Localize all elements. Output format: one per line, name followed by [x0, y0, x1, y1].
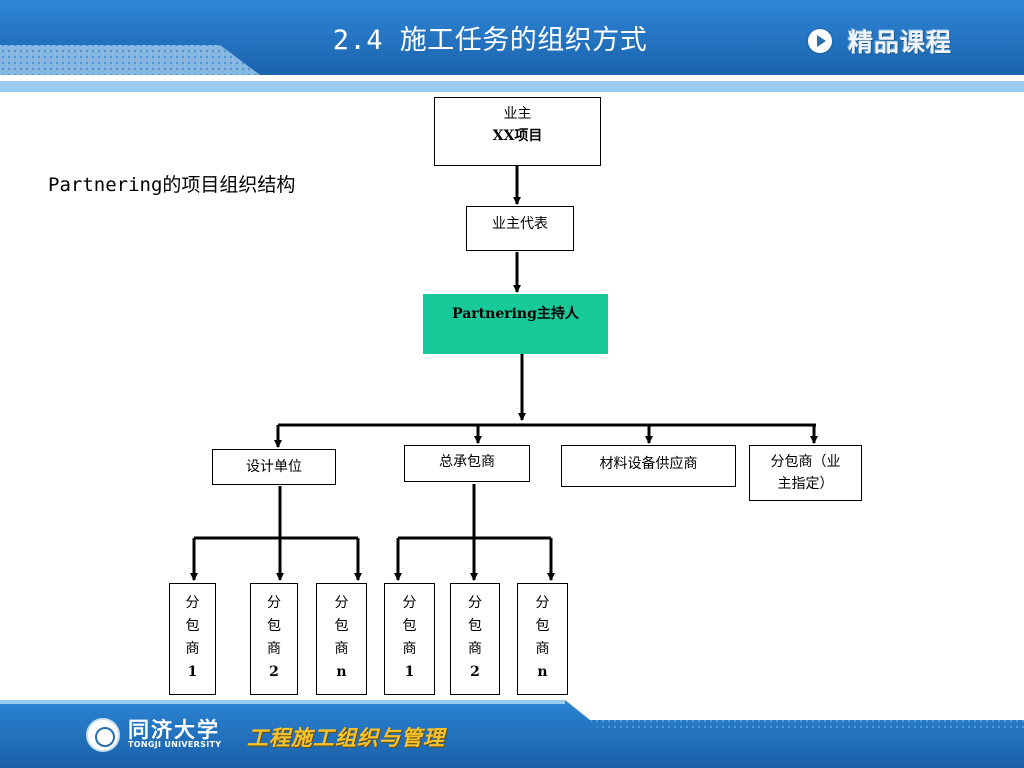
owner-representative-label: 业主代表: [492, 216, 548, 232]
header-bar: 2.4 施工任务的组织方式 精品课程: [0, 0, 1024, 92]
subcontractor-char: 商: [402, 641, 417, 657]
subcontractor-char: 分: [267, 595, 281, 611]
general-contractor-label: 总承包商: [439, 454, 495, 470]
design-subcontractor-1-node: 分 包 商 1: [169, 583, 216, 695]
subcontractor-char: 分: [468, 595, 482, 611]
subcontractor-index: n: [537, 664, 548, 680]
university-seal-icon: [86, 718, 120, 752]
subcontractor-index: 2: [269, 664, 279, 680]
header-background: [0, 0, 1024, 92]
subcontractor-char: 包: [185, 618, 200, 634]
design-unit-label: 设计单位: [246, 459, 302, 475]
owner-label: 业主: [503, 106, 532, 122]
gc-subcontractor-1-node: 分 包 商 1: [384, 583, 435, 695]
course-name: 工程施工组织与管理: [247, 726, 445, 750]
general-contractor-node: 总承包商: [404, 445, 530, 482]
gc-subcontractor-n-node: 分 包 商 n: [517, 583, 568, 695]
university-name-cn: 同济大学: [128, 717, 220, 742]
material-supplier-node: 材料设备供应商: [561, 445, 736, 487]
subcontractor-char: 商: [468, 641, 482, 657]
partnering-host-label: Partnering主持人: [452, 306, 579, 322]
quality-course-badge: 精品课程: [808, 24, 952, 58]
quality-course-label: 精品课程: [848, 28, 953, 57]
footer-background: [0, 700, 1024, 768]
subcontractor-char: 商: [535, 641, 550, 657]
subcontractor-char: 分: [334, 595, 349, 611]
design-subcontractor-n-node: 分 包 商 n: [316, 583, 367, 695]
material-supplier-label: 材料设备供应商: [599, 456, 698, 472]
owner-project-label: XX项目: [492, 128, 543, 144]
subcontractor-char: 商: [334, 641, 349, 657]
subcontractor-char: 商: [185, 641, 200, 657]
partnering-host-node: Partnering主持人: [423, 294, 608, 354]
subcontractor-char: 包: [267, 618, 281, 634]
subcontractor-char: 商: [267, 641, 281, 657]
subcontractor-char: 包: [334, 618, 349, 634]
page-title: 2.4 施工任务的组织方式: [332, 25, 648, 56]
subcontractor-index: 1: [404, 664, 415, 680]
subcontractor-char: 包: [402, 618, 417, 634]
owner-representative-node: 业主代表: [466, 206, 574, 251]
design-unit-node: 设计单位: [212, 449, 336, 485]
design-subcontractor-2-node: 分 包 商 2: [250, 583, 298, 695]
play-icon: [808, 29, 832, 53]
subcontractor-char: 分: [402, 595, 417, 611]
owner-designated-subcontractor-label-1: 分包商（业: [770, 454, 841, 470]
university-name-en: TONGJI UNIVERSITY: [128, 740, 222, 749]
subcontractor-char: 分: [185, 595, 200, 611]
owner-designated-subcontractor-label-2: 主指定）: [777, 476, 834, 492]
subcontractor-index: n: [336, 664, 347, 680]
footer-bar: 同济大学 TONGJI UNIVERSITY 工程施工组织与管理: [0, 700, 1024, 768]
subcontractor-char: 包: [535, 618, 550, 634]
owner-designated-subcontractor-node: 分包商（业 主指定）: [749, 445, 862, 501]
owner-node: 业主 XX项目: [434, 97, 601, 166]
section-subtitle: Partnering的项目组织结构: [48, 174, 296, 196]
subcontractor-char: 分: [535, 595, 550, 611]
subcontractor-index: 1: [187, 664, 198, 680]
subcontractor-index: 2: [470, 664, 480, 680]
gc-subcontractor-2-node: 分 包 商 2: [450, 583, 500, 695]
subcontractor-char: 包: [468, 618, 482, 634]
